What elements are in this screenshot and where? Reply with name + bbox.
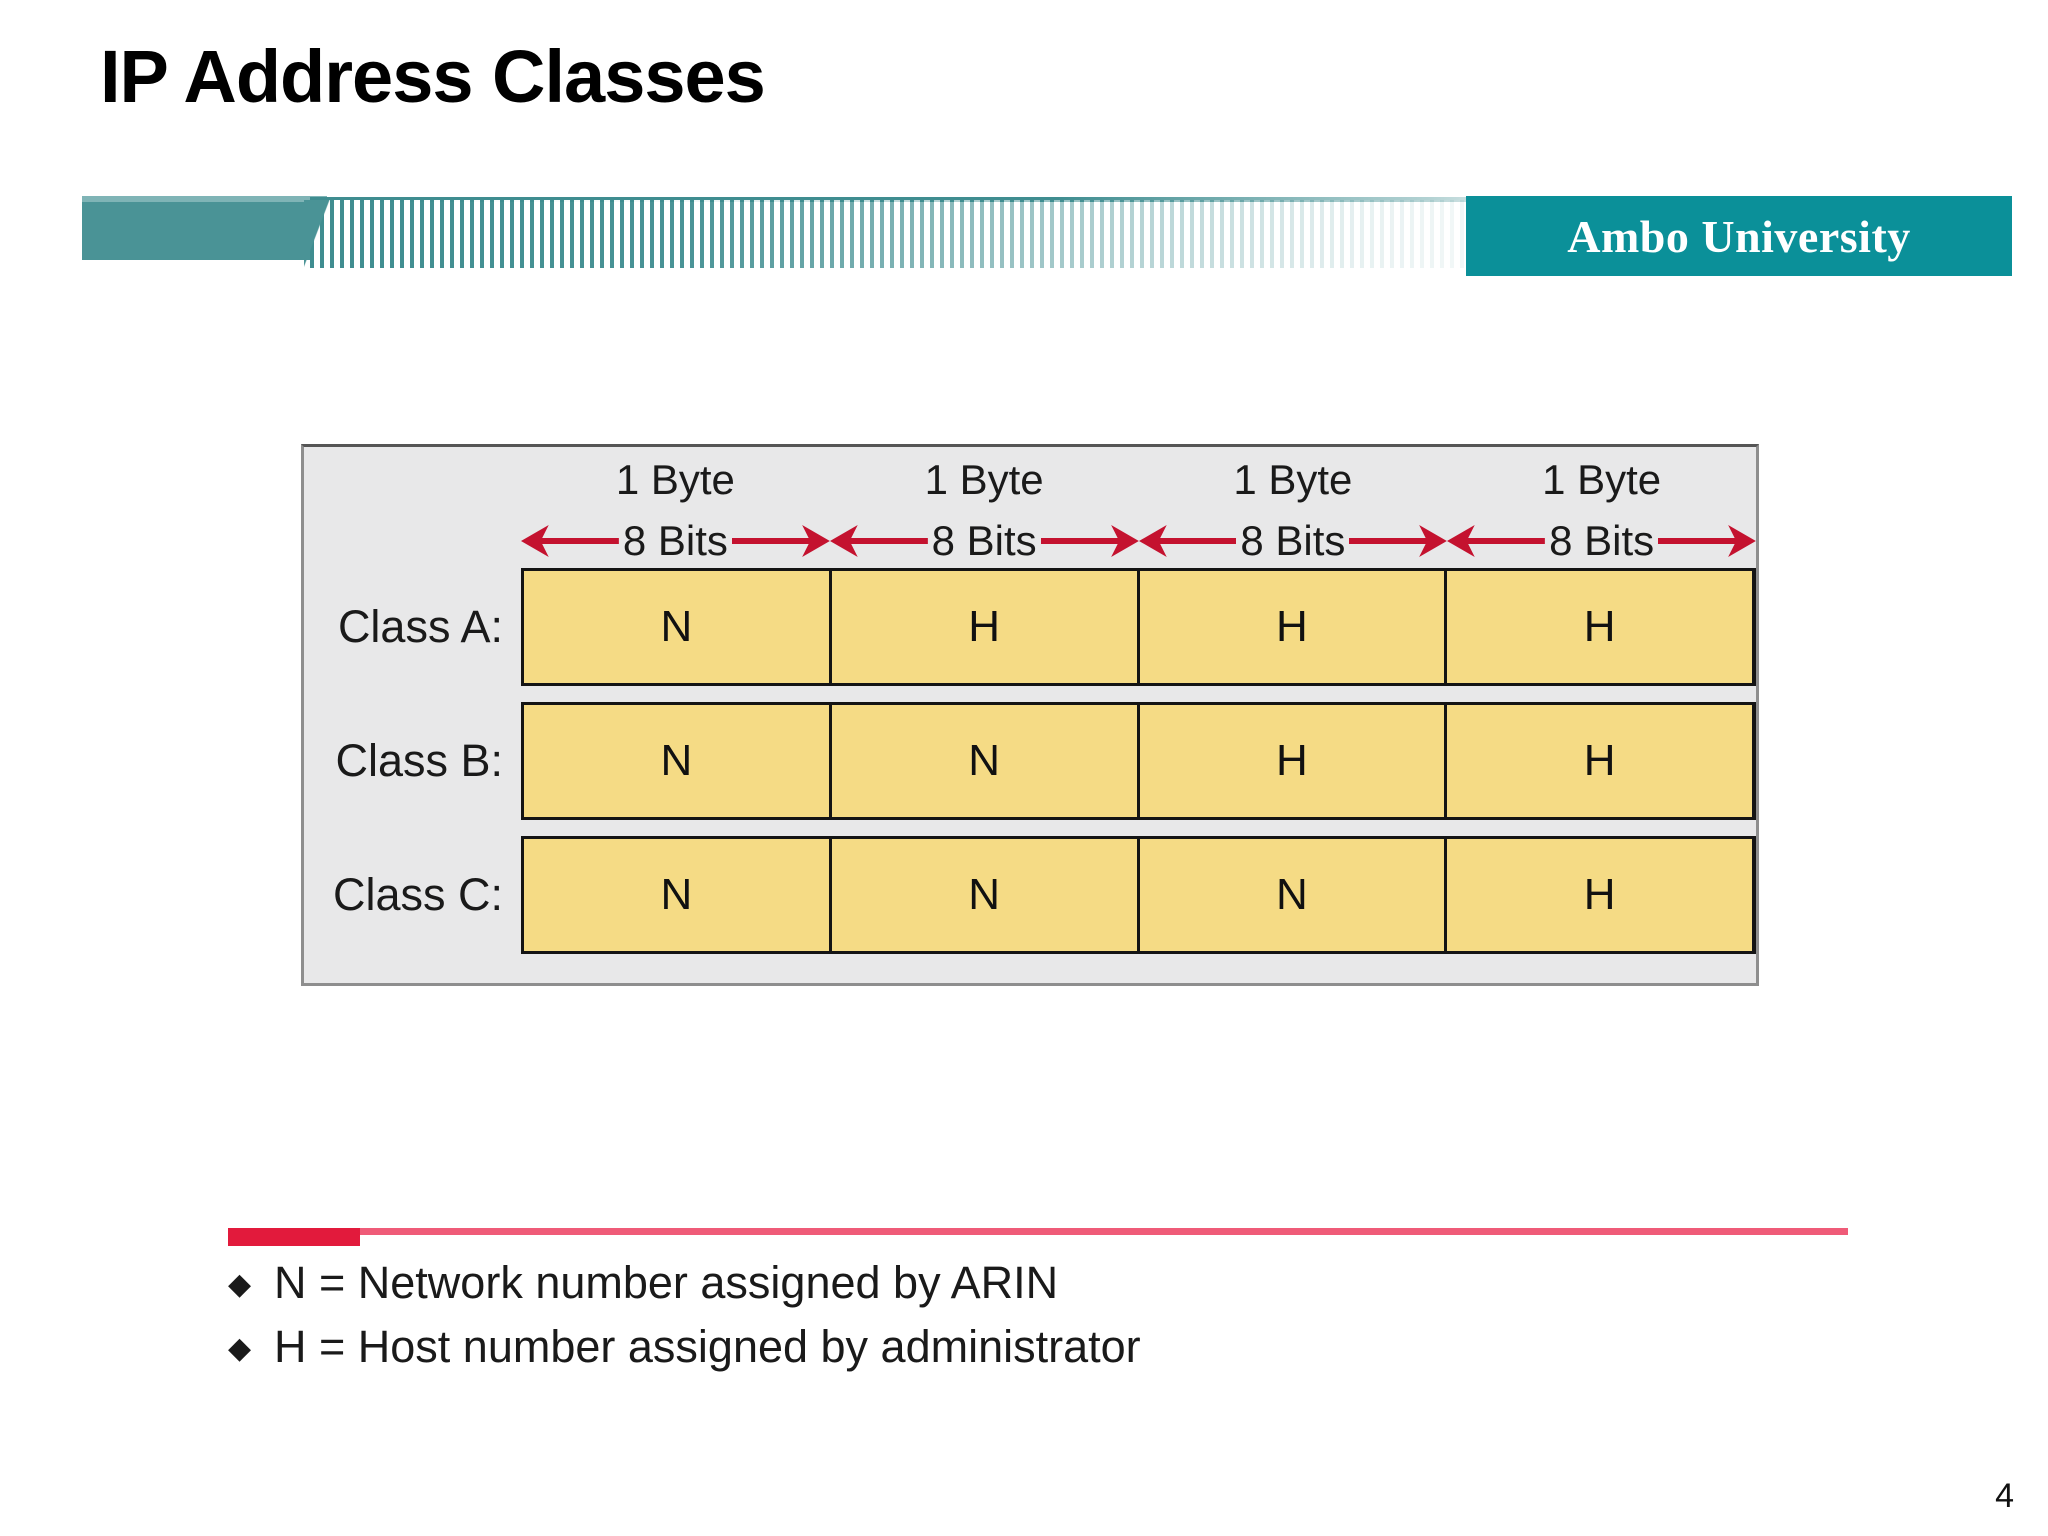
ip-class-diagram: 1 Byte 8 Bits 1 Byte xyxy=(301,444,1759,986)
class-label-c: Class C: xyxy=(332,869,503,920)
bits-measure-2: 8 Bits xyxy=(829,515,1139,567)
bits-measure-3: 8 Bits xyxy=(1138,515,1448,567)
arrow-right-icon-2 xyxy=(1040,521,1139,561)
class-c-cells: N N N H xyxy=(521,836,1756,954)
arrow-right-icon-4 xyxy=(1658,521,1757,561)
byte-column-1: 1 Byte 8 Bits xyxy=(521,453,830,568)
table-row: Class A: N H H H xyxy=(304,568,1756,686)
byte-column-2: 1 Byte 8 Bits xyxy=(829,453,1139,568)
university-badge: Ambo University xyxy=(1466,196,2012,276)
note-text-h: H = Host number assigned by administrato… xyxy=(274,1321,1141,1373)
cell-a-1: N xyxy=(524,571,832,683)
decorative-banner xyxy=(82,196,2012,274)
banner-solid-bar xyxy=(82,200,312,260)
banner-top-highlight xyxy=(82,196,327,202)
cell-c-2: N xyxy=(831,839,1140,951)
page-title: IP Address Classes xyxy=(100,35,766,118)
cell-c-3: N xyxy=(1139,839,1448,951)
bits-measure-1: 8 Bits xyxy=(521,515,830,567)
list-item: ◆ H = Host number assigned by administra… xyxy=(228,1321,1828,1373)
bits-label-2: 8 Bits xyxy=(927,520,1041,562)
legend-notes: ◆ N = Network number assigned by ARIN ◆ … xyxy=(228,1257,1828,1387)
bits-label-3: 8 Bits xyxy=(1236,520,1350,562)
list-item: ◆ N = Network number assigned by ARIN xyxy=(228,1257,1828,1308)
bits-label-1: 8 Bits xyxy=(618,520,732,562)
cell-c-4: H xyxy=(1447,839,1752,951)
byte-header-row: 1 Byte 8 Bits 1 Byte xyxy=(521,453,1757,568)
arrow-left-icon-2 xyxy=(829,521,928,561)
cell-b-1: N xyxy=(524,705,832,817)
divider-accent-block xyxy=(228,1228,360,1246)
divider-line xyxy=(228,1228,1848,1235)
section-divider xyxy=(228,1228,1848,1246)
byte-label-1: 1 Byte xyxy=(615,456,735,503)
table-row: Class C: N N N H xyxy=(304,836,1756,954)
page-number: 4 xyxy=(1995,1477,2014,1515)
arrow-left-icon-3 xyxy=(1138,521,1237,561)
byte-column-3: 1 Byte 8 Bits xyxy=(1138,453,1448,568)
cell-c-1: N xyxy=(524,839,832,951)
diamond-bullet-icon: ◆ xyxy=(228,1332,252,1366)
class-a-cells: N H H H xyxy=(521,568,1756,686)
cell-a-4: H xyxy=(1447,571,1752,683)
banner-stripe-pattern xyxy=(310,200,1552,268)
arrow-left-icon-4 xyxy=(1447,521,1546,561)
arrow-right-icon-1 xyxy=(731,521,830,561)
cell-a-3: H xyxy=(1139,571,1448,683)
byte-label-2: 1 Byte xyxy=(924,456,1044,503)
table-row: Class B: N N H H xyxy=(304,702,1756,820)
byte-column-4: 1 Byte 8 Bits xyxy=(1447,453,1757,568)
cell-b-2: N xyxy=(831,705,1140,817)
banner-stripe-top-rule xyxy=(310,197,1552,202)
class-label-a: Class A: xyxy=(337,601,503,652)
class-rows: Class A: N H H H Class B: N N H H Clas xyxy=(304,568,1756,983)
cell-a-2: H xyxy=(831,571,1140,683)
byte-label-3: 1 Byte xyxy=(1233,456,1353,503)
byte-label-4: 1 Byte xyxy=(1542,456,1662,503)
bits-measure-4: 8 Bits xyxy=(1447,515,1757,567)
class-b-cells: N N H H xyxy=(521,702,1756,820)
cell-b-3: H xyxy=(1139,705,1448,817)
banner-slant-wedge xyxy=(304,200,330,268)
arrow-left-icon-1 xyxy=(521,521,619,561)
class-label-b: Class B: xyxy=(335,735,503,786)
arrow-right-icon-3 xyxy=(1349,521,1448,561)
cell-b-4: H xyxy=(1447,705,1752,817)
bits-label-4: 8 Bits xyxy=(1545,520,1659,562)
university-name: Ambo University xyxy=(1567,210,1911,262)
diamond-bullet-icon: ◆ xyxy=(228,1268,252,1301)
note-text-n: N = Network number assigned by ARIN xyxy=(274,1257,1059,1308)
